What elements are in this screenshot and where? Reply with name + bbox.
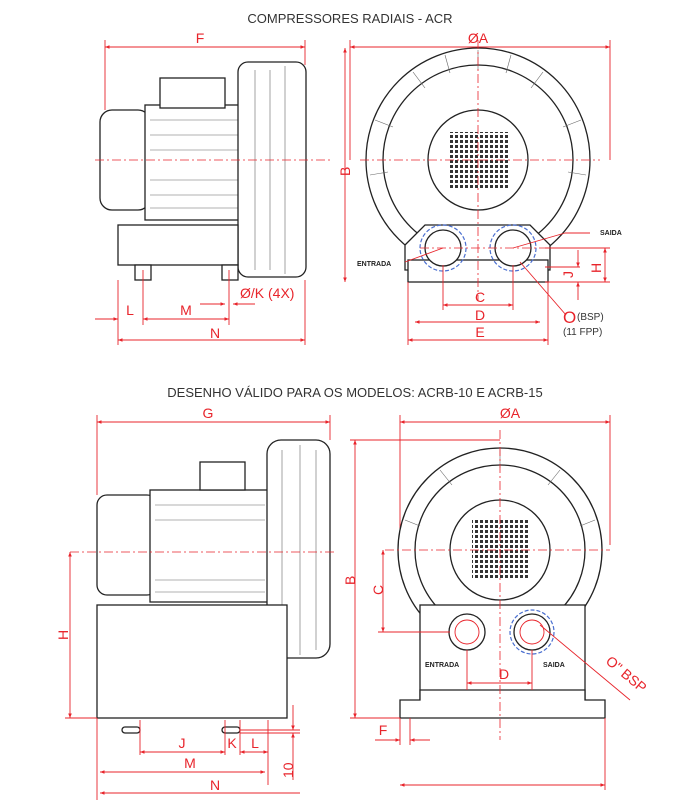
dim-D: D bbox=[475, 307, 485, 323]
label-outlet: SAIDA bbox=[600, 230, 622, 237]
dim-C: C bbox=[475, 289, 485, 305]
terminal-box bbox=[199, 461, 246, 491]
dim-K: K bbox=[227, 735, 237, 751]
motor-body bbox=[149, 489, 269, 603]
top-side-view: F L M N Ø/K (4X) bbox=[95, 30, 330, 345]
dim-C: C bbox=[370, 585, 386, 595]
port-type: (BSP) bbox=[577, 312, 604, 323]
dim-B: B bbox=[337, 167, 353, 176]
dim-10: 10 bbox=[280, 762, 296, 778]
dim-A: ØA bbox=[468, 30, 489, 46]
terminal-box bbox=[159, 77, 226, 109]
base bbox=[117, 224, 239, 266]
port-label: O" BSP bbox=[603, 653, 650, 696]
cooling-fins bbox=[369, 50, 587, 176]
dim-hole: Ø/K (4X) bbox=[240, 285, 294, 301]
dim-H: H bbox=[588, 263, 604, 273]
dim-M: M bbox=[184, 755, 196, 771]
port-symbol: O bbox=[563, 308, 576, 327]
dim-A: ØA bbox=[500, 405, 521, 421]
dim-F: F bbox=[379, 722, 388, 738]
label-outlet: SAIDA bbox=[543, 662, 565, 669]
top-title: COMPRESSORES RADIAIS - ACR bbox=[247, 11, 452, 26]
motor-endcap bbox=[96, 494, 158, 596]
dim-M: M bbox=[180, 302, 192, 318]
bottom-side-view: G H J K L M N 10 bbox=[55, 405, 335, 800]
base bbox=[96, 604, 288, 719]
top-front-view: ØA B C D E H J bbox=[337, 30, 622, 345]
dim-N: N bbox=[210, 325, 220, 341]
label-inlet: ENTRADA bbox=[357, 261, 391, 268]
dim-F: F bbox=[196, 30, 205, 46]
dim-J: J bbox=[179, 735, 186, 751]
foot bbox=[221, 264, 239, 281]
pedestal bbox=[419, 604, 586, 701]
inlet-port bbox=[448, 613, 486, 651]
bottom-front-view: ØA B C D ENTRADA SAIDA O" BSP F bbox=[342, 405, 650, 790]
dim-D: D bbox=[499, 666, 509, 682]
dim-B: B bbox=[342, 576, 358, 585]
dim-L: L bbox=[251, 735, 259, 751]
dim-E: E bbox=[475, 324, 484, 340]
label-inlet: ENTRADA bbox=[425, 662, 459, 669]
bottom-title: DESENHO VÁLIDO PARA OS MODELOS: ACRB-10 … bbox=[167, 385, 542, 400]
fan-housing bbox=[237, 61, 307, 278]
motor-fins bbox=[150, 119, 238, 209]
slot bbox=[121, 726, 141, 734]
motor-body bbox=[144, 104, 241, 221]
dim-L: L bbox=[126, 302, 134, 318]
outlet-port bbox=[513, 613, 551, 651]
dim-G: G bbox=[203, 405, 214, 421]
fan-housing bbox=[266, 439, 331, 659]
dim-J: J bbox=[560, 271, 576, 278]
base-foot bbox=[399, 689, 606, 719]
dim-N: N bbox=[210, 777, 220, 793]
port-thread: (11 FPP) bbox=[563, 327, 602, 338]
dim-H: H bbox=[55, 630, 71, 640]
